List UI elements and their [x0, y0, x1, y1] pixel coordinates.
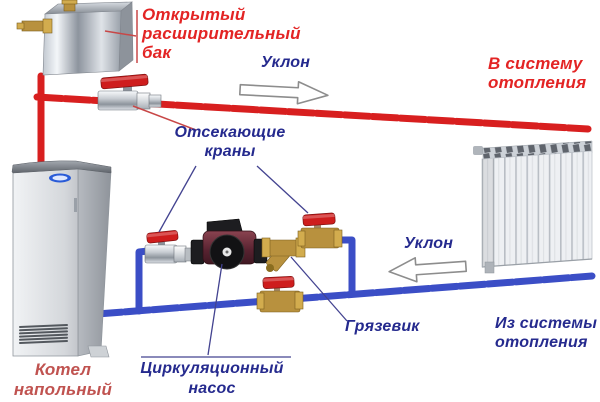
boiler-illustration [11, 160, 112, 358]
bypass-valve-icon [256, 275, 304, 313]
boiler-label: Котел напольный [13, 360, 113, 399]
to-system-label: В систему отопления [488, 54, 587, 92]
tank-top-fitting-icon [61, 0, 78, 12]
tank-side-valve-icon [16, 18, 53, 34]
pump-label: Циркуляционный насос [140, 360, 284, 397]
expansion-tank-label: Открытый расширительный бак [142, 5, 301, 62]
boiler-vent-grille-icon [19, 324, 68, 344]
circulation-pump-illustration [190, 218, 268, 270]
expansion-tank-illustration [16, 0, 134, 76]
strainer-label: Грязевик [345, 318, 420, 335]
shutoff-valve-branch-icon [144, 230, 196, 264]
shutoff-valve-supply-icon [97, 73, 162, 111]
slope-supply-label: Уклон [261, 54, 311, 71]
strainer-icon [261, 237, 306, 272]
leader-lines [104, 10, 348, 358]
from-system-label: Из системы отопления [495, 315, 598, 351]
slope-return-label: Уклон [404, 235, 454, 252]
slope-arrow-right-icon [238, 80, 329, 105]
radiator-illustration [473, 140, 593, 274]
slope-arrow-left-icon [388, 256, 468, 283]
shutoff-valves-label: Отсекающие краны [174, 124, 286, 160]
shutoff-valve-branch-right-icon [297, 212, 343, 249]
